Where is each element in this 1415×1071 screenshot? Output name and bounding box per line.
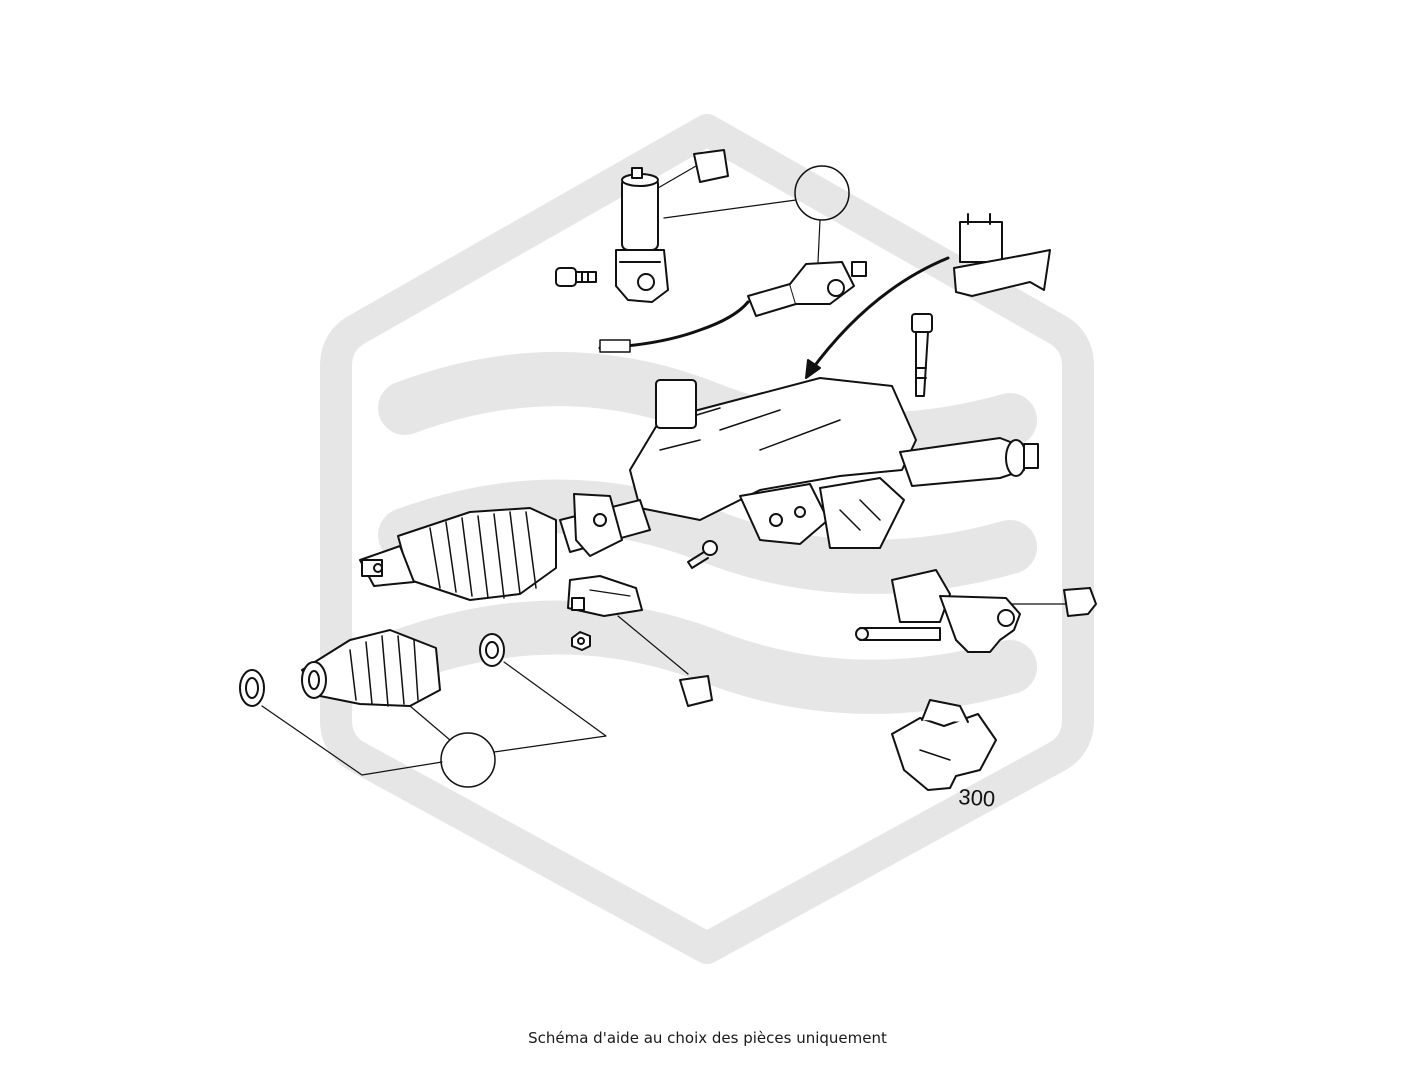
lower-shaft-joint [559,493,651,557]
drive-cable [598,261,867,353]
clip-middle [679,675,713,707]
seal-ring-right [479,633,505,667]
assembly-arrow-head [805,359,821,379]
screw-top-left [555,267,597,287]
screw-column [687,540,718,569]
leader-line-1 [657,165,697,189]
assembly-arrow [808,256,950,374]
parts-drawing [239,149,1097,791]
clip-right [1063,587,1097,617]
part-number-label: 300 [958,784,996,812]
nut-hole [577,637,585,645]
steering-column-housing [629,377,917,549]
leader-line-6 [261,705,443,776]
leader-line-2 [663,199,797,219]
leader-line-3 [817,219,821,263]
connector-module [953,213,1051,297]
leader-line-8 [409,705,451,741]
adjustment-motor-top [615,167,669,303]
long-bolt [911,313,933,397]
seal-ring-left [239,669,265,707]
control-unit [567,575,643,617]
adjustment-motor-right [855,569,1021,653]
nut [571,631,591,651]
diagram-caption: Schéma d'aide au choix des pièces unique… [528,1029,887,1047]
bellows-boot-loose [301,629,441,707]
bracket-part-300 [891,699,997,791]
leader-line-7 [493,661,607,753]
leader-line-4 [617,615,689,675]
reference-circle-bottom [440,732,496,788]
clip-top [693,149,729,183]
upper-shaft [899,437,1039,487]
bellows-boot-main [359,507,557,601]
reference-circle-top [794,165,850,221]
